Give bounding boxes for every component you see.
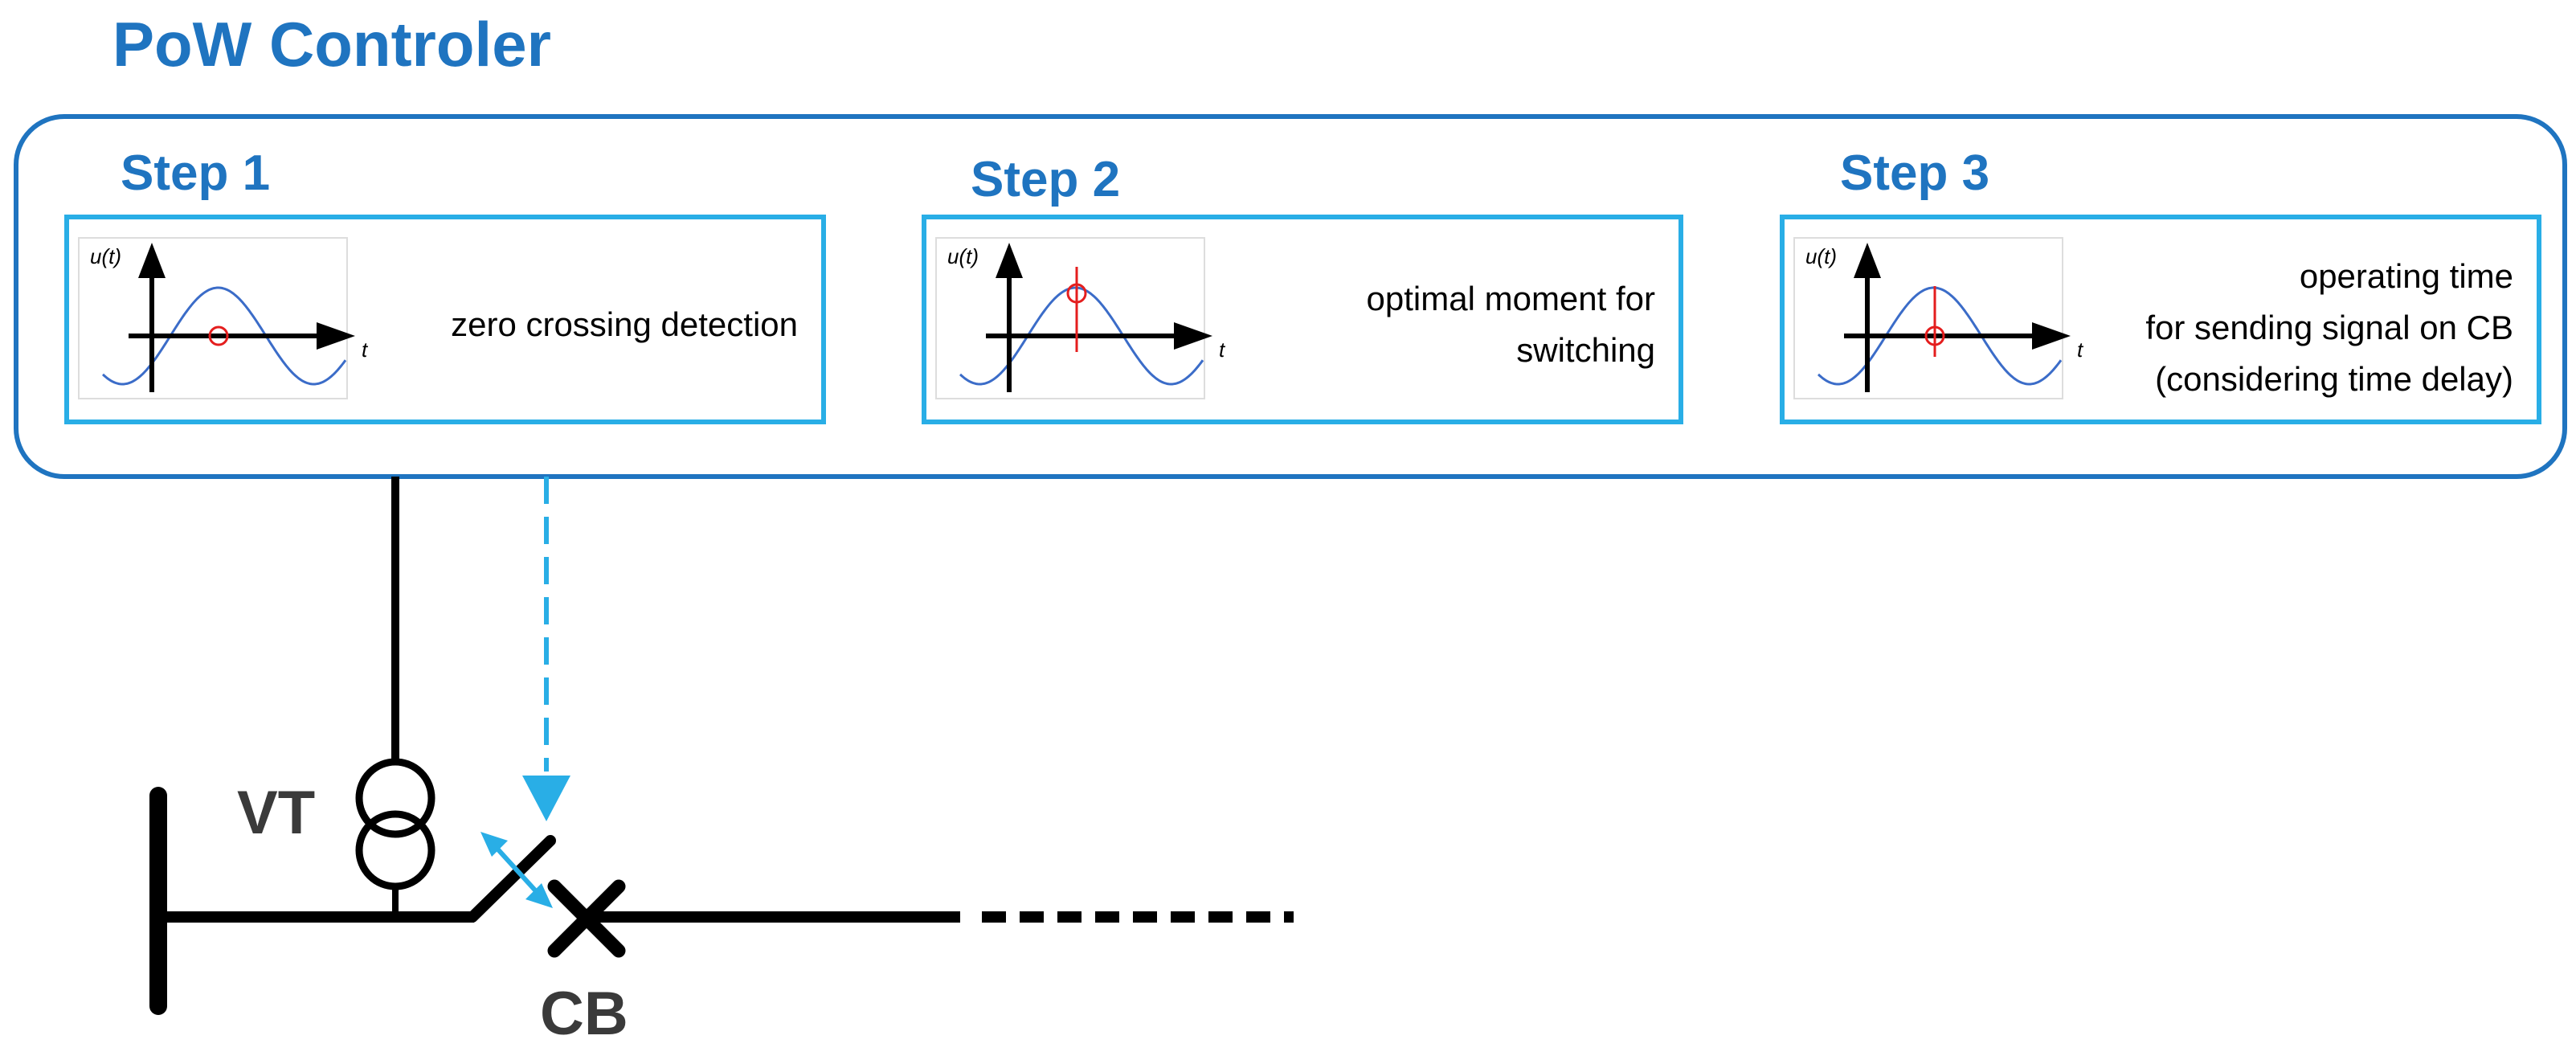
operation-arrowhead-bottom <box>525 883 553 908</box>
vt-label: VT <box>237 779 316 847</box>
step-2-box <box>922 215 1683 424</box>
step-2-desc-line: switching <box>1516 331 1655 369</box>
controller-frame <box>14 114 2567 479</box>
peak-marker <box>1066 283 1087 304</box>
voltage-waveform <box>1817 286 2063 386</box>
step-3-desc-line: (considering time delay) <box>2155 360 2513 398</box>
step-1-waveform-chart: u(t) t <box>78 237 369 399</box>
y-axis-arrowhead <box>1854 243 1881 278</box>
controller-title: PoW Controler <box>112 9 551 80</box>
step-3-title: Step 3 <box>1840 145 1990 201</box>
x-axis-label: t <box>2077 338 2084 362</box>
x-axis-arrowhead <box>2032 322 2071 350</box>
step-3-description: operating time for sending signal on CB … <box>2145 251 2513 405</box>
step-2-title: Step 2 <box>971 152 1121 207</box>
delayed-signal-marker <box>1924 325 1945 346</box>
chart-panel <box>1793 237 2063 399</box>
step-2-desc-line: optimal moment for <box>1366 280 1655 317</box>
y-axis-label: u(t) <box>1805 244 1837 268</box>
y-axis-label: u(t) <box>90 244 121 268</box>
vt-upper-winding <box>355 758 435 838</box>
cb-label: CB <box>540 980 628 1048</box>
chart-panel <box>935 237 1205 399</box>
step-3-box <box>1780 215 2541 424</box>
voltage-waveform <box>959 286 1204 386</box>
step-3-desc-line: operating time <box>2299 257 2513 295</box>
operation-double-arrow <box>494 845 539 894</box>
y-axis-arrowhead <box>138 243 166 278</box>
cb-cross-b <box>547 879 626 958</box>
step-3-waveform-chart: u(t) t <box>1793 237 2084 399</box>
operation-arrowhead-top <box>480 832 508 857</box>
x-axis-label: t <box>362 338 369 362</box>
x-axis-label: t <box>1219 338 1226 362</box>
step-3-desc-line: for sending signal on CB <box>2145 309 2513 346</box>
switch-blade <box>467 835 556 923</box>
step-2-description: optimal moment for switching <box>1367 273 1655 376</box>
x-axis-arrowhead <box>317 322 355 350</box>
y-axis-arrowhead <box>996 243 1023 278</box>
x-axis-arrowhead <box>1174 322 1212 350</box>
y-axis-label: u(t) <box>947 244 979 268</box>
voltage-waveform <box>101 286 347 386</box>
step-2-waveform-chart: u(t) t <box>935 237 1226 399</box>
control-signal-arrowhead <box>522 776 570 821</box>
step-1-box <box>64 215 826 424</box>
chart-panel <box>78 237 348 399</box>
step-1-desc-line: zero crossing detection <box>451 305 798 343</box>
zero-crossing-marker <box>208 325 229 346</box>
step-1-description: zero crossing detection <box>451 299 798 350</box>
step-1-title: Step 1 <box>121 145 271 201</box>
vt-lower-winding <box>355 810 435 890</box>
